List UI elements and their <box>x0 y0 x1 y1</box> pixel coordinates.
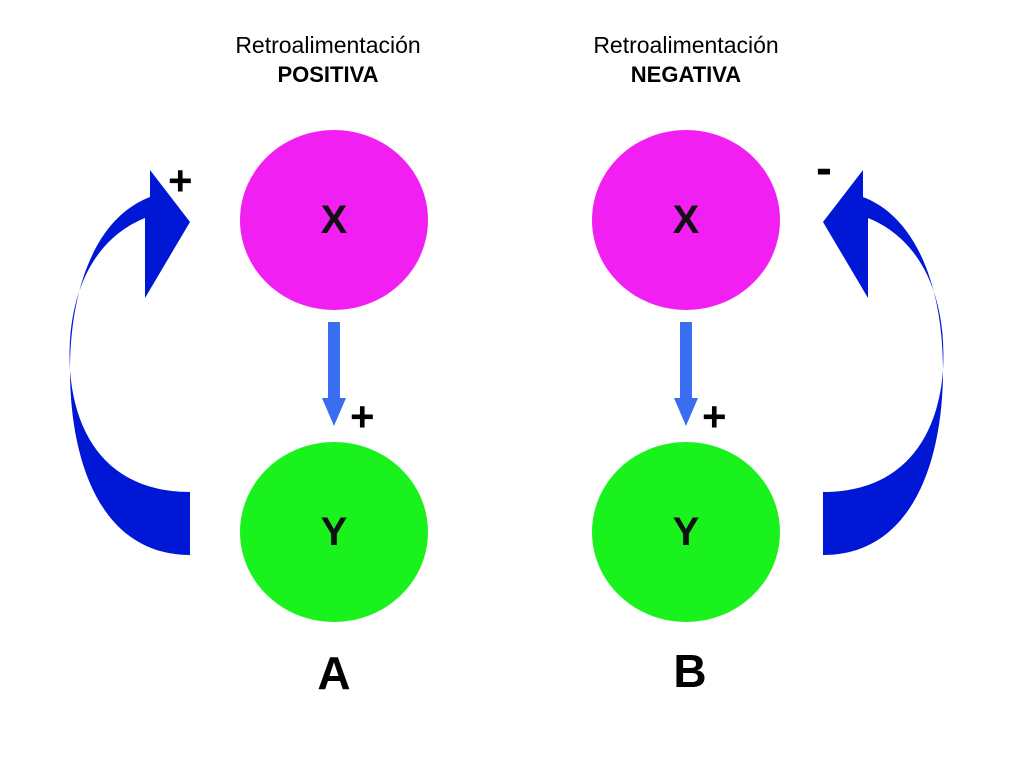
influence-arrow-a <box>322 322 346 426</box>
node-y-label-b: Y <box>672 509 700 554</box>
heading-b-line2: NEGATIVA <box>630 62 742 87</box>
heading-panel-a: Retroalimentación POSITIVA <box>178 30 478 90</box>
node-x-label-a: X <box>320 197 348 242</box>
node-x-label-b: X <box>672 197 700 242</box>
influence-arrow-b <box>674 322 698 426</box>
heading-b-line1: Retroalimentación <box>593 32 779 58</box>
feedback-arrow-b <box>823 170 944 555</box>
feedback-sign-a: + <box>168 157 193 204</box>
feedback-sign-b: - <box>816 142 832 195</box>
node-y-panel-b: Y <box>592 442 780 622</box>
node-x-panel-a: X <box>240 130 428 310</box>
panel-label-b: B <box>673 645 707 697</box>
panel-label-a: A <box>317 647 351 699</box>
node-y-panel-a: Y <box>240 442 428 622</box>
heading-panel-b: Retroalimentación NEGATIVA <box>536 30 836 90</box>
node-x-panel-b: X <box>592 130 780 310</box>
heading-a-line1: Retroalimentación <box>235 32 421 58</box>
node-y-label-a: Y <box>320 509 348 554</box>
feedback-arrow-a <box>69 170 190 555</box>
influence-sign-b: + <box>702 393 727 440</box>
influence-sign-a: + <box>350 393 375 440</box>
heading-a-line2: POSITIVA <box>277 62 379 87</box>
